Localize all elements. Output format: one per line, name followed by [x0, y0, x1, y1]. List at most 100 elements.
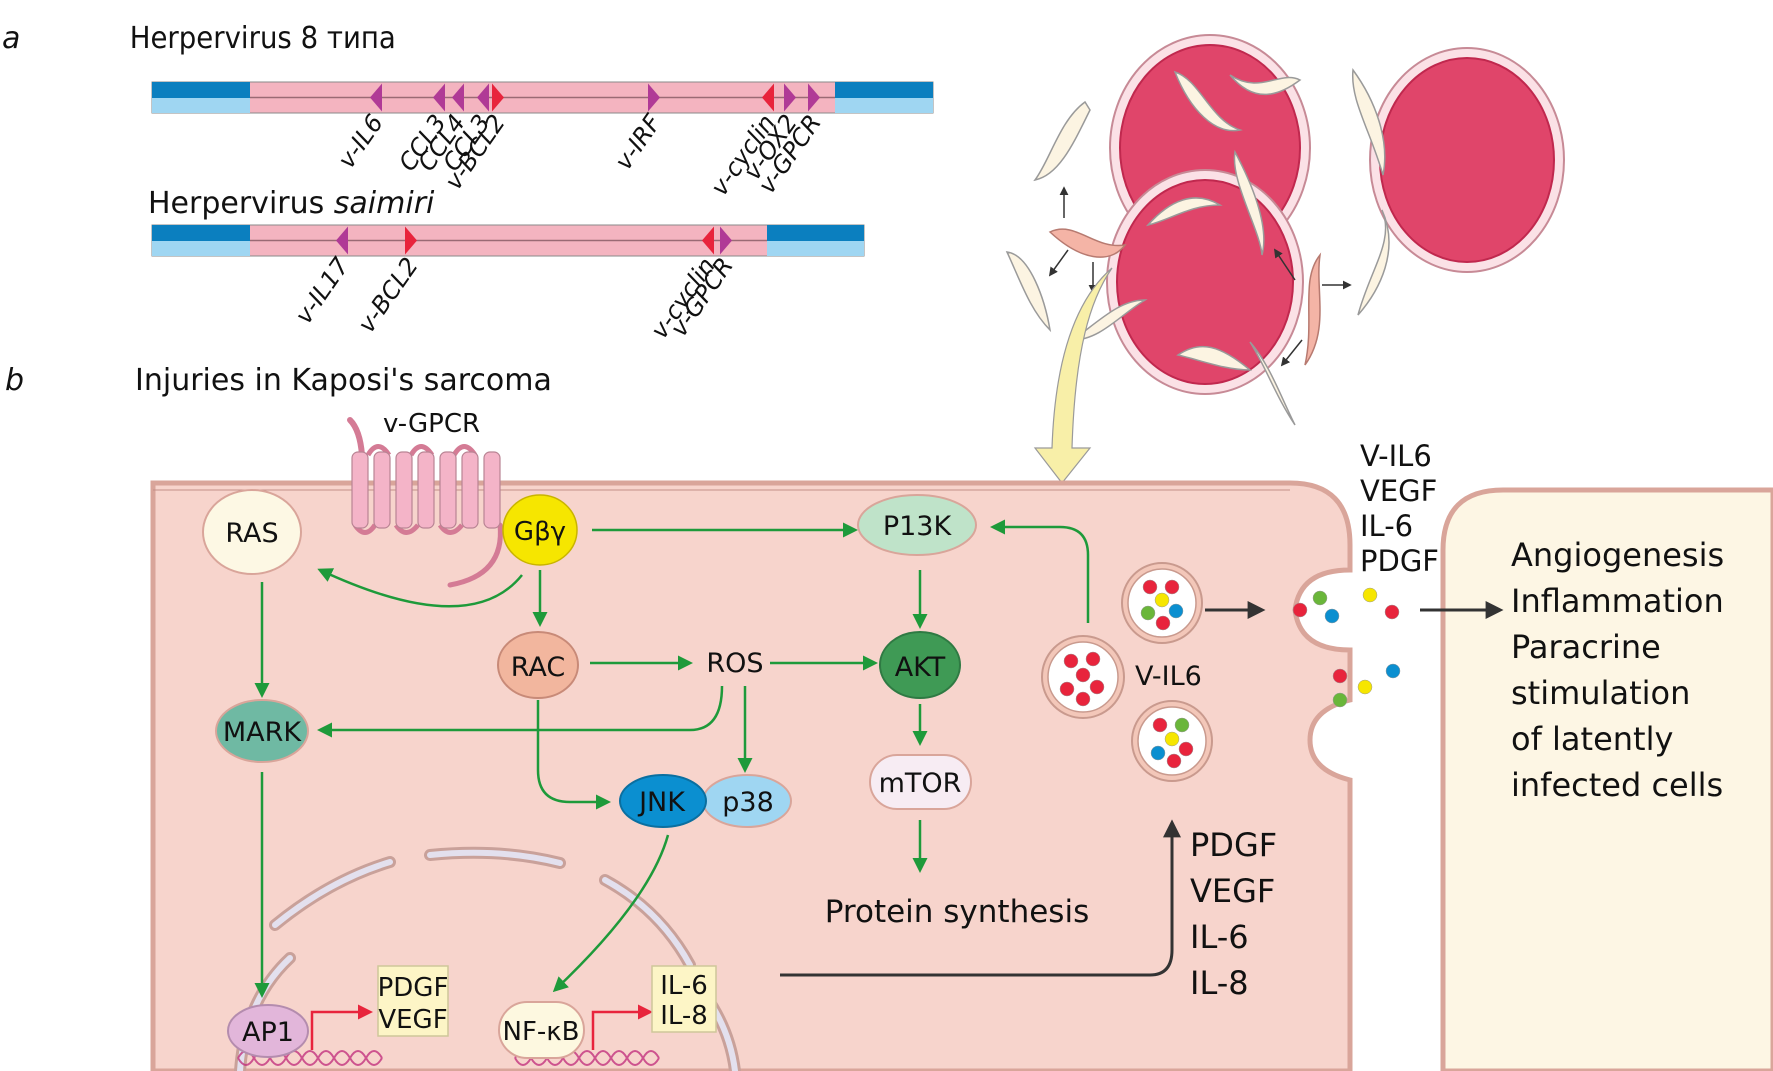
gene-box-1-line-1: PDGF [378, 973, 449, 1003]
list-item: VEGF [1190, 872, 1275, 910]
panel-a-subtitle: Herpervirus saimiri [148, 186, 435, 221]
granule [1384, 604, 1400, 620]
gene-box-1-line-2: VEGF [378, 1005, 447, 1035]
list-item: Paracrine [1511, 628, 1661, 666]
granule [1154, 592, 1170, 608]
granule [1164, 731, 1180, 747]
gene-marker [433, 83, 445, 112]
neighbor-cell [1440, 487, 1773, 1071]
gene-marker [336, 226, 348, 255]
gene-marker [492, 83, 504, 112]
node-ros: ROS [706, 648, 763, 679]
node-mtor: mTOR [869, 754, 972, 810]
list-item: Angiogenesis [1511, 536, 1724, 574]
granule [1174, 717, 1190, 733]
node-nfkb-label: NF-κB [503, 1017, 580, 1047]
effects-list: AngiogenesisInflammationParacrinestimula… [1511, 536, 1724, 804]
granule [1155, 615, 1171, 631]
node-akt: AKT [879, 631, 961, 699]
list-item: IL-8 [1190, 964, 1249, 1002]
secretory-vesicle [1131, 700, 1213, 782]
granule [1357, 679, 1373, 695]
spindle-cell [1005, 251, 1052, 333]
granule [1362, 587, 1378, 603]
secretion-pocket [1300, 575, 1350, 775]
node-ap1: AP1 [227, 1004, 309, 1058]
list-item: infected cells [1511, 766, 1723, 804]
transmembrane-helix [483, 451, 501, 529]
panel-b-title: Injuries in Kaposi's sarcoma [135, 363, 552, 398]
subtitle-prefix: Herpervirus [148, 186, 334, 221]
node-ras-label: RAS [225, 518, 278, 549]
list-item: stimulation [1511, 674, 1690, 712]
genome-bar-saimiri [151, 224, 865, 257]
gene-label: v-IL17 [290, 252, 356, 329]
transmembrane-helix [351, 451, 369, 529]
transcription-arrow-ap1 [310, 1004, 373, 1050]
genome-bar-hhv8 [151, 81, 934, 114]
node-mark-label: MARK [223, 717, 303, 748]
node-p13k: P13K [857, 494, 977, 556]
granule [1332, 668, 1348, 684]
gene-marker [477, 83, 489, 112]
granule [1312, 590, 1328, 606]
transmembrane-helix [461, 451, 479, 529]
gene-marker [648, 83, 660, 112]
list-item: IL-6 [1190, 918, 1249, 956]
node-p38-label: p38 [722, 787, 774, 818]
transmembrane-helix [417, 451, 435, 529]
list-item: PDGF [1360, 544, 1439, 578]
tissue-illustration [1005, 34, 1565, 426]
granule [1292, 602, 1308, 618]
secretory-vesicle [1041, 635, 1125, 719]
arrow-vesicle-to-p13k [990, 519, 1090, 623]
gene-marker [370, 83, 382, 112]
gene-marker [808, 83, 820, 112]
transmembrane-helix [439, 451, 457, 529]
node-ras: RAS [202, 489, 302, 575]
spindle-cell [1145, 197, 1223, 227]
gene-label: v-IRF [609, 108, 667, 175]
panel-b-label: b [5, 363, 24, 398]
transmembrane-helix [373, 451, 391, 529]
gene-marker [452, 83, 464, 112]
dispersal-arrow [1048, 249, 1069, 277]
spindle-cell [1070, 299, 1148, 341]
panel-a-label: a [2, 21, 20, 56]
gene-box-2-line-1: IL-6 [660, 971, 708, 1001]
blood-vessel [1369, 47, 1565, 273]
granule [1075, 667, 1091, 683]
spindle-cell [1229, 74, 1302, 96]
node-akt-label: AKT [895, 652, 946, 683]
gene-marker [720, 226, 732, 255]
granule [1140, 605, 1156, 621]
granule [1166, 753, 1182, 769]
arrow-nucleus-to-vesicle [780, 819, 1181, 977]
subtitle-italic: saimiri [334, 186, 435, 221]
granule [1089, 679, 1105, 695]
node-gby: Gβγ [502, 494, 578, 566]
panel-a-title: Herpervirus 8 типа [130, 20, 396, 55]
granule [1142, 579, 1158, 595]
granule [1385, 663, 1401, 679]
granule [1168, 603, 1184, 619]
spindle-cell [1173, 70, 1243, 132]
granule [1178, 741, 1194, 757]
spindle-cell [1357, 209, 1390, 316]
granule [1324, 608, 1340, 624]
node-nfkb: NF-κB [498, 1001, 585, 1059]
granule [1152, 717, 1168, 733]
node-gby-label: Gβγ [514, 517, 566, 547]
granule [1059, 681, 1075, 697]
granule [1332, 692, 1348, 708]
spindle-cell [1033, 100, 1091, 182]
gene-marker [784, 83, 796, 112]
spindle-cell [1176, 345, 1253, 371]
node-mark: MARK [215, 699, 309, 763]
node-rac: RAC [497, 631, 579, 699]
arrow-ros-to-mark [317, 685, 724, 738]
